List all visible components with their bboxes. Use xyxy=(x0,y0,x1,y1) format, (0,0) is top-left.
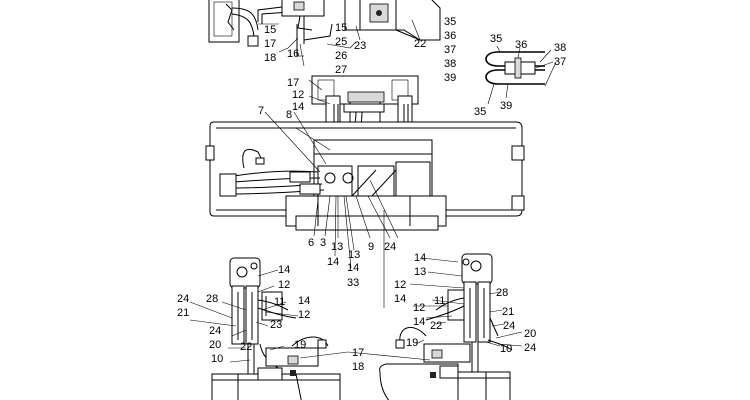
callout-label: 9 xyxy=(368,241,374,253)
callout-label: 7 xyxy=(258,105,264,117)
clip-detail xyxy=(485,45,557,105)
callout-label: 37 xyxy=(554,56,566,68)
callout-label: 11 xyxy=(434,295,445,307)
callout-label: 24 xyxy=(503,320,515,332)
callout-label: 24 xyxy=(384,241,396,253)
callout-label: 15 xyxy=(335,22,347,34)
callout-label: 24 xyxy=(177,293,189,305)
callout-label: 25 xyxy=(335,36,347,48)
callout-labels: 15 17 18 15 25 26 16 27 23 22 35 36 37 3… xyxy=(177,16,566,373)
callout-label: 13 xyxy=(331,241,343,253)
callout-label: 22 xyxy=(240,341,252,353)
callout-label: 21 xyxy=(177,307,189,319)
lower-right-assembly xyxy=(379,253,513,400)
callout-label: 10 xyxy=(500,343,512,355)
callout-label: 19 xyxy=(294,339,306,351)
callout-label: 22 xyxy=(414,38,426,50)
lower-left-assembly xyxy=(211,257,341,400)
callout-label: 11 xyxy=(274,296,285,308)
callout-label: 10 xyxy=(211,353,223,365)
callout-label: 17 xyxy=(264,38,276,50)
callout-label: 22 xyxy=(430,320,442,332)
callout-label: 14 xyxy=(278,264,290,276)
callout-label: 13 xyxy=(414,266,426,278)
callout-label: 18 xyxy=(352,361,364,373)
callout-label: 12 xyxy=(394,279,406,291)
callout-label: 26 xyxy=(335,50,347,62)
callout-label: 15 xyxy=(264,24,276,36)
callout-label: 12 xyxy=(278,279,290,291)
callout-label: 24 xyxy=(524,342,536,354)
callout-label: 13 xyxy=(348,249,360,261)
main-assembly xyxy=(205,75,525,231)
callout-label: 17 xyxy=(287,77,299,89)
callout-label: 20 xyxy=(524,328,536,340)
callout-label: 33 xyxy=(347,277,359,289)
callout-label: 12 xyxy=(413,302,425,314)
callout-label: 39 xyxy=(500,100,512,112)
callout-label: 14 xyxy=(292,101,304,113)
callout-label: 38 xyxy=(444,58,456,70)
callout-label: 16 xyxy=(287,48,299,60)
callout-label: 36 xyxy=(515,39,527,51)
callout-label: 14 xyxy=(413,316,425,328)
callout-label: 36 xyxy=(444,30,456,42)
callout-label: 35 xyxy=(444,16,456,28)
leader-lines xyxy=(189,23,523,363)
callout-label: 12 xyxy=(298,309,310,321)
callout-label: 19 xyxy=(406,337,418,349)
callout-label: 17 xyxy=(352,347,364,359)
callout-label: 3 xyxy=(320,237,326,249)
callout-label: 14 xyxy=(298,295,310,307)
callout-label: 28 xyxy=(206,293,218,305)
callout-label: 14 xyxy=(327,256,339,268)
callout-label: 18 xyxy=(264,52,276,64)
callout-label: 20 xyxy=(209,339,221,351)
callout-label: 23 xyxy=(354,40,366,52)
callout-label: 38 xyxy=(554,42,566,54)
callout-label: 14 xyxy=(394,293,406,305)
top-left-detail xyxy=(208,0,333,67)
callout-label: 27 xyxy=(335,64,347,76)
top-center-detail xyxy=(344,0,441,41)
callout-label: 24 xyxy=(209,325,221,337)
callout-label: 35 xyxy=(490,33,502,45)
callout-label: 37 xyxy=(444,44,456,56)
callout-label: 23 xyxy=(270,319,282,331)
callout-label: 6 xyxy=(308,237,314,249)
callout-label: 21 xyxy=(502,306,514,318)
callout-label: 28 xyxy=(496,287,508,299)
callout-label: 39 xyxy=(444,72,456,84)
callout-label: 12 xyxy=(292,89,304,101)
callout-label: 14 xyxy=(347,262,359,274)
callout-label: 14 xyxy=(414,252,426,264)
callout-label: 35 xyxy=(474,106,486,118)
callout-label: 8 xyxy=(286,109,292,121)
